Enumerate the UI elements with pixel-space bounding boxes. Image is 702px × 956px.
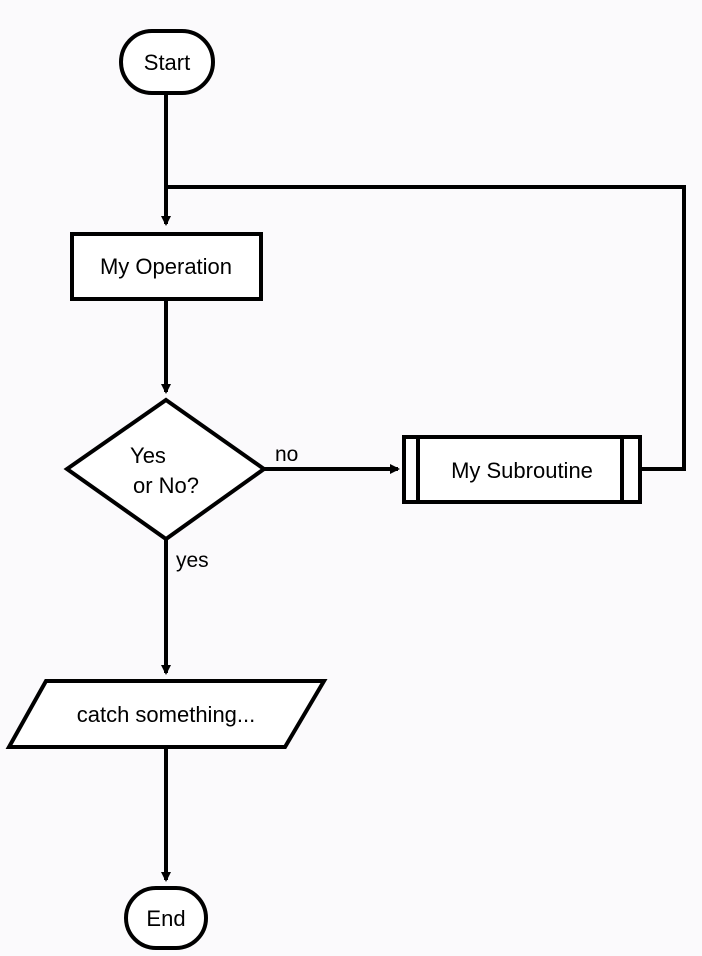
operation-node: My Operation [70, 232, 263, 301]
operation-process-shape [70, 232, 263, 301]
decision-label-line2: or No? [133, 473, 199, 498]
decision-node: Yes or No? [63, 397, 268, 542]
subroutine-node: My Subroutine [402, 435, 642, 504]
decision-label-line1: Yes [130, 443, 166, 468]
io-node: catch something... [5, 679, 328, 749]
io-parallelogram-shape [5, 679, 328, 749]
end-node: End [124, 886, 208, 950]
decision-diamond-shape [63, 397, 268, 542]
end-label: End [146, 906, 185, 931]
start-terminator-shape [119, 29, 215, 95]
start-node: Start [119, 29, 215, 95]
subroutine-shape [402, 435, 642, 504]
io-label: catch something... [77, 702, 256, 727]
edge-label-no: no [275, 443, 298, 466]
operation-label: My Operation [100, 254, 232, 279]
connector-subroutine-loop-back [166, 185, 686, 471]
start-label: Start [144, 50, 190, 75]
end-terminator-shape [124, 886, 208, 950]
edge-label-yes: yes [176, 549, 209, 572]
subroutine-label: My Subroutine [451, 458, 593, 483]
